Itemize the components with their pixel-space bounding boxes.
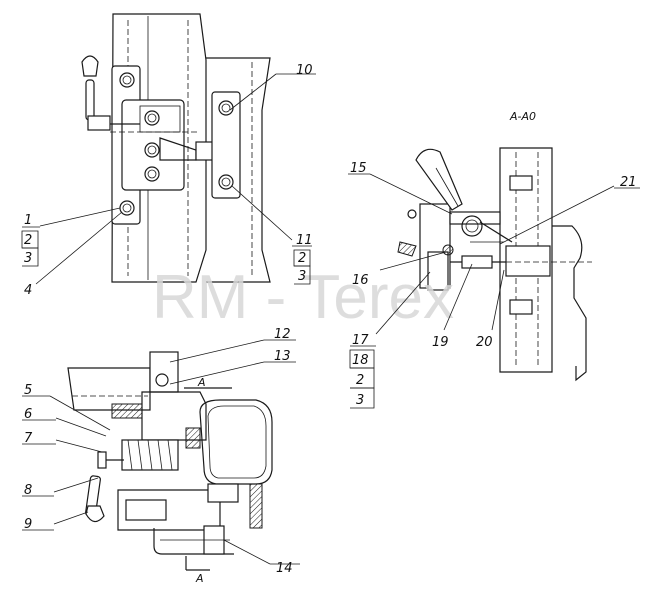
callout-4: 4 [24,283,32,298]
callout-1: 1 [24,213,32,228]
callout-6: 6 [24,407,32,422]
bottom-view [67,351,273,571]
callout-18: 18 [352,353,369,368]
top-left-view [81,13,271,283]
callout-9: 9 [24,517,32,532]
callout-18-3: 3 [356,393,364,408]
callout-18-2: 2 [356,373,364,388]
section-view [397,147,592,382]
callout-8: 8 [24,483,32,498]
callout-16: 16 [352,273,369,288]
section-title: A-A0 [509,110,536,123]
section-mark-bottom: A [195,572,204,585]
callout-15: 15 [350,161,367,176]
callout-5: 5 [24,383,32,398]
callout-2: 2 [24,233,32,248]
callout-11-3: 3 [298,269,306,284]
callout-13: 13 [274,349,291,364]
callout-3: 3 [24,251,32,266]
callout-7: 7 [24,431,33,446]
callout-19: 19 [432,335,449,350]
callout-11: 11 [296,233,313,248]
callout-21: 21 [620,175,637,190]
callout-10: 10 [296,63,313,78]
section-mark-top: A [197,376,206,389]
callout-11-2: 2 [298,251,306,266]
callouts: 1 2 3 4 10 11 2 3 12 13 5 6 7 8 9 14 15 … [21,63,640,585]
callout-20: 20 [476,335,493,350]
callout-12: 12 [274,327,291,342]
leader-lines [35,73,615,565]
callout-17: 17 [352,333,369,348]
callout-14: 14 [276,561,293,576]
watermark: RM - Terex [152,263,454,332]
